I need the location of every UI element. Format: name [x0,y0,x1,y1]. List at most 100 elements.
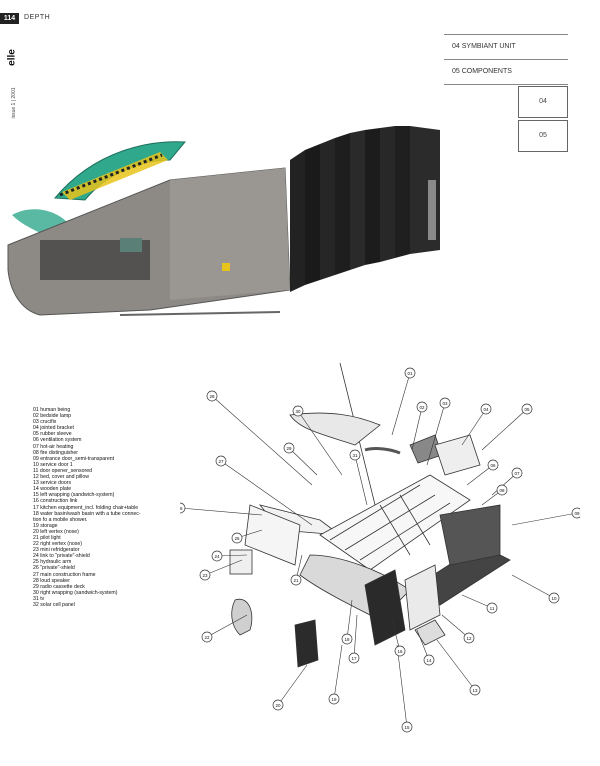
callout-leader [396,644,408,728]
callout-circle [341,633,353,645]
legend-item: 15 left wrapping (sandwich-system) [33,492,115,499]
callout-leader [354,454,368,506]
legend-item: 25 hydraulic arm [33,559,72,566]
symbiant-unit-render [7,126,440,316]
nav-box-04[interactable]: 04 [518,86,568,118]
callout-circle [215,455,227,467]
callout-leader [436,639,476,691]
legend-item: 17 kitchen equipment_incl. folding chair… [33,504,139,511]
page-number: 114 [0,13,19,24]
section-nav: 04 SYMBIANT UNIT 05 COMPONENTS [444,34,568,85]
callout-circle [423,654,435,666]
callout-leader [297,410,343,476]
callout-number: 13 [472,688,478,693]
warning-sign [222,263,230,271]
callout-leader [277,664,308,706]
callout-leader [441,614,470,639]
callout-number: 16 [397,649,403,654]
callout-leader [288,447,318,476]
callout-number: 17 [351,656,357,661]
legend-item: 01 human being [33,407,71,413]
callout-number: 15 [404,725,410,730]
diagram-parts [229,362,511,668]
callout-circle [201,631,213,643]
callout-leader [411,406,423,451]
legend-item: 07 hot-air heating [33,443,74,450]
callout-leader [511,512,578,526]
callout-number: 01 [407,371,413,376]
callout-circle [283,442,295,454]
legend-item: 04 jointed bracket [33,425,74,432]
callout-circle [404,367,416,379]
callout-circle [486,602,498,614]
callout-circle [469,684,481,696]
callout-number: 07 [514,471,520,476]
callout-leader [220,460,313,526]
callout-number: 19 [331,697,337,702]
callout-number: 24 [214,554,220,559]
callout-number: 29 [286,446,292,451]
callout-circle [231,532,243,544]
callout-circle [328,693,340,705]
legend-item: 13 service doors [33,480,72,487]
callout-number: 21 [293,578,299,583]
legend-item: 05 rubber sleeve [33,431,72,438]
callout-number: 23 [202,573,208,578]
callout-number: 02 [419,405,425,410]
nav-item-symbiant-unit[interactable]: 04 SYMBIANT UNIT [444,34,568,59]
legend-item: 10 service door 1 [33,461,73,468]
callout-leader [180,507,263,516]
legend-item: tion fo a mobile shower. [33,516,88,523]
legend-item: 29 radio cassette deck [33,583,85,590]
legend-item: 21 pilot light [33,534,61,541]
callout-number: 28 [209,394,215,399]
hazard-stripe [62,152,168,200]
callout-leader [333,644,343,700]
callout-circle [463,632,475,644]
nav-item-components[interactable]: 05 COMPONENTS [444,59,568,85]
legend-item: 02 bedside lamp [33,413,72,420]
nav-box-05[interactable]: 05 [518,120,568,152]
callout-leader [461,594,493,609]
solar-fin-array [290,126,440,292]
callout-circle [487,459,499,471]
callout-circle [548,592,560,604]
callout-number: 31 [352,453,358,458]
callout-circle [401,721,413,733]
callout-leader [206,614,248,638]
callout-circle [439,397,451,409]
callout-leader [491,472,518,496]
legend-item: 24 link to "private"-shield [33,553,90,560]
section-title: DEPTH [24,14,51,21]
base-rail [119,311,281,316]
callout-number: 26 [180,506,183,511]
callout-number: 09 [574,511,580,516]
callout-leader [466,464,494,486]
interior-screen [120,238,142,252]
callout-number: 08 [499,488,505,493]
callout-circle [211,550,223,562]
callout-leader [204,559,243,576]
legend-item: 12 bed, cover and pillow [33,474,89,481]
callout-number: 12 [466,636,472,641]
callout-leader [426,402,446,466]
legend-item: 16 construction link [33,498,78,505]
callout-number: 04 [483,407,489,412]
legend-item: 32 solar cell panel [33,602,75,608]
callout-number: 14 [426,658,432,663]
fin-interior-detail [428,180,436,240]
body-side [170,168,290,300]
legend-item: 06 ventilation system [33,437,82,444]
callout-leader [346,599,353,640]
legend-item: 30 right wrapping (sandwich-system) [33,589,118,596]
callout-number: 20 [275,703,281,708]
legend-item: 31 tv [33,595,45,602]
callout-number: 30 [295,409,301,414]
callout-number: 11 [490,606,495,611]
callout-circle [348,652,360,664]
callout-circle [292,405,304,417]
legend-item: 18 water basin/wash basin with a tube co… [33,510,141,517]
legend-item: 27 main construction frame [33,571,96,578]
